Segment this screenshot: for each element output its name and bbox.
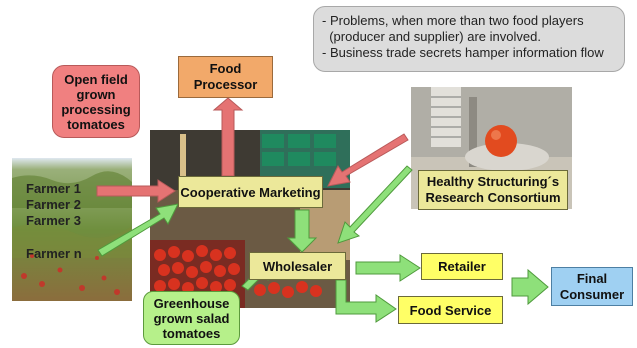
food-processor-line-2: Processor [193,77,258,92]
food-processor-box: Food Processor [178,56,273,98]
open-field-line-2: grown [76,86,116,102]
farmer-n-label: Farmer n [26,246,82,261]
tomato-field-photo [12,158,132,301]
open-field-box: Open field grown processing tomatoes [52,65,140,138]
consortium-line-1: Healthy Structuring´s [426,174,560,189]
open-field-line-1: Open field [64,71,128,87]
greenhouse-line-3: tomatoes [162,325,221,341]
retailer-box: Retailer [421,253,503,280]
wholesaler-box: Wholesaler [249,252,346,280]
food-processor-line-1: Food [209,61,242,76]
arrow-wholesaler-to-retailer [355,254,421,282]
greenhouse-box: Greenhouse grown salad tomatoes [143,291,240,345]
final-consumer-line-1: Final [576,270,608,286]
final-consumer-line-2: Consumer [559,286,625,302]
market-warehouse-photo [150,130,350,308]
farmer-3-label: Farmer 3 [26,213,81,228]
farmer-1-label: Farmer 1 [26,181,81,196]
cooperative-marketing-box: Cooperative Marketing [178,176,323,208]
farmer-2-label: Farmer 2 [26,197,81,212]
note-line-2: (producer and supplier) are involved. [322,29,541,44]
consortium-box: Healthy Structuring´s Research Consortiu… [418,170,568,210]
note-box: - Problems, when more than two food play… [313,6,625,72]
open-field-line-4: tomatoes [67,116,125,132]
final-consumer-box: Final Consumer [551,267,633,306]
note-line-1: - Problems, when more than two food play… [322,13,584,28]
consortium-line-2: Research Consortium [425,190,561,205]
note-line-3: - Business trade secrets hamper informat… [322,45,604,60]
food-service-box: Food Service [398,296,503,324]
open-field-line-3: processing [61,101,131,117]
greenhouse-line-1: Greenhouse [153,295,230,311]
greenhouse-line-2: grown salad [153,310,230,326]
arrow-to-final-consumer [511,268,549,306]
